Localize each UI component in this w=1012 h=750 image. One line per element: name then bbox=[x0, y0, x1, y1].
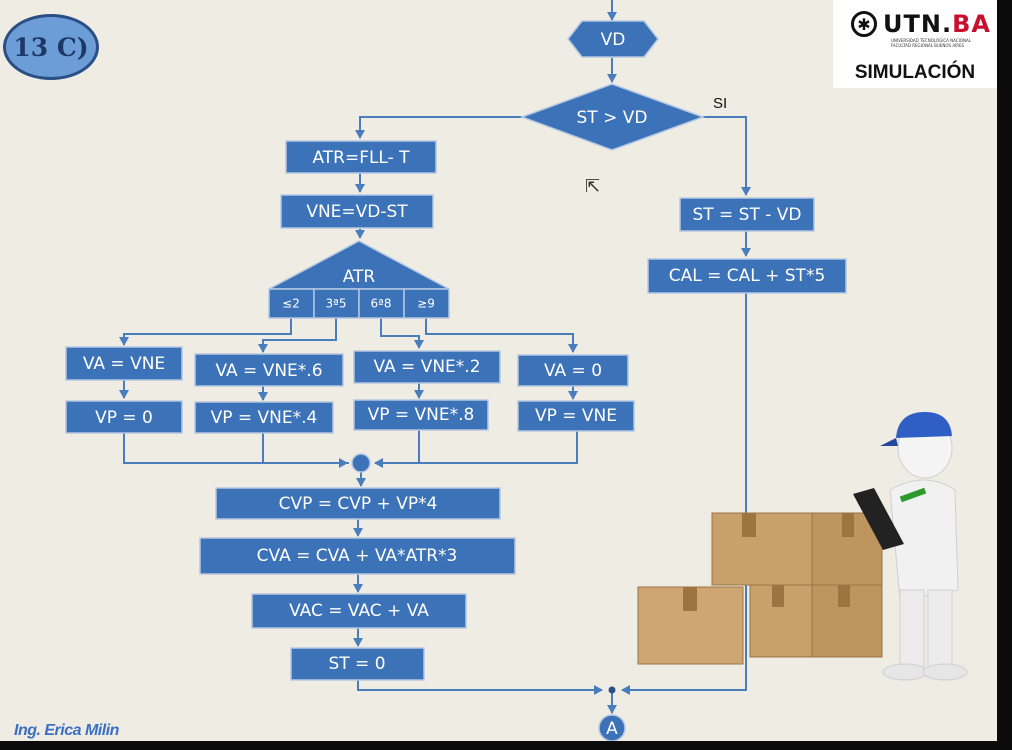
pointer-cursor-icon: ⇱ bbox=[585, 176, 601, 197]
node-cal: CAL = CAL + ST*5 bbox=[647, 258, 847, 294]
frame-bottom bbox=[0, 741, 1012, 750]
node-atr-label: ATR=FLL- T bbox=[312, 148, 410, 168]
decision-st-gt-vd: ST > VD bbox=[519, 83, 706, 151]
case-4-va: VA = 0 bbox=[544, 361, 602, 381]
section-title: SIMULACIÓN bbox=[854, 62, 976, 83]
logo-brand: UTN.BA bbox=[883, 10, 991, 38]
case-block-3: VA = VNE*.2 VP = VNE*.8 bbox=[353, 350, 501, 431]
case-1-va: VA = VNE bbox=[83, 354, 165, 374]
case-label-4: ≥9 bbox=[417, 297, 435, 311]
node-vne: VNE=VD-ST bbox=[280, 194, 434, 229]
switch-atr: ATR ≤2 3ª5 6ª8 ≥9 bbox=[268, 240, 450, 319]
node-cvp: CVP = CVP + VP*4 bbox=[215, 487, 501, 520]
slide-number-badge: 13 C) bbox=[3, 14, 99, 80]
case-3-va: VA = VNE*.2 bbox=[373, 357, 480, 377]
node-vd: VD bbox=[567, 20, 659, 58]
switch-case-1 bbox=[268, 288, 315, 319]
author-credit: Ing. Erica Milin bbox=[14, 722, 119, 739]
case-block-4: VA = 0 VP = VNE bbox=[517, 354, 635, 432]
logo-brand-main: UTN. bbox=[883, 10, 953, 38]
join-dot bbox=[608, 686, 616, 694]
case-3-vp: VP = VNE*.8 bbox=[368, 405, 475, 425]
case-1-vp: VP = 0 bbox=[95, 408, 153, 428]
node-st-minus-vd-label: ST = ST - VD bbox=[692, 205, 801, 225]
node-vac: VAC = VAC + VA bbox=[251, 593, 467, 629]
node-cva-label: CVA = CVA + VA*ATR*3 bbox=[257, 546, 458, 566]
case-label-1: ≤2 bbox=[282, 297, 300, 311]
logo-top: ✱ UTN.BA bbox=[851, 10, 991, 38]
node-st-minus-vd: ST = ST - VD bbox=[679, 197, 815, 232]
asterisk-icon: ✱ bbox=[851, 11, 877, 37]
connector-a-label: A bbox=[606, 719, 618, 739]
case-2-vp: VP = VNE*.4 bbox=[211, 408, 318, 428]
flowchart: VD ST > VD SI ATR=FLL- T VNE=VD-ST ATR ≤… bbox=[65, 0, 968, 741]
case-block-1: VA = VNE VP = 0 bbox=[65, 346, 183, 434]
node-vd-label: VD bbox=[601, 30, 626, 50]
slide: 13 C) ✱ UTN.BA UNIVERSIDAD TECNOLÓGICA N… bbox=[0, 0, 997, 741]
switch-case-2 bbox=[313, 288, 360, 319]
node-cva: CVA = CVA + VA*ATR*3 bbox=[199, 537, 516, 575]
node-cal-label: CAL = CAL + ST*5 bbox=[669, 266, 826, 286]
switch-case-3 bbox=[358, 288, 405, 319]
node-atr: ATR=FLL- T bbox=[285, 140, 437, 174]
logo-subtitle: UNIVERSIDAD TECNOLÓGICA NACIONAL FACULTA… bbox=[891, 38, 971, 48]
utn-logo: ✱ UTN.BA UNIVERSIDAD TECNOLÓGICA NACIONA… bbox=[833, 0, 997, 88]
case-label-2: 3ª5 bbox=[326, 297, 347, 311]
logo-brand-accent: BA bbox=[952, 10, 991, 38]
node-st-zero: ST = 0 bbox=[290, 647, 425, 681]
case-label-3: 6ª8 bbox=[371, 297, 392, 311]
merge-node bbox=[351, 453, 371, 473]
connector-lines bbox=[119, 0, 751, 714]
branch-yes-label: SI bbox=[713, 95, 727, 112]
case-block-2: VA = VNE*.6 VP = VNE*.4 bbox=[194, 353, 344, 434]
node-cvp-label: CVP = CVP + VP*4 bbox=[279, 494, 438, 514]
switch-label: ATR bbox=[343, 267, 376, 287]
switch-case-4 bbox=[403, 288, 450, 319]
worker-figure bbox=[853, 412, 968, 681]
case-4-vp: VP = VNE bbox=[535, 406, 617, 426]
decision-label: ST > VD bbox=[577, 108, 648, 128]
node-st-zero-label: ST = 0 bbox=[328, 654, 385, 674]
node-vac-label: VAC = VAC + VA bbox=[289, 601, 429, 621]
connector-a: A bbox=[598, 714, 626, 741]
frame-right bbox=[997, 0, 1012, 750]
boxes-illustration bbox=[637, 512, 883, 665]
node-vne-label: VNE=VD-ST bbox=[306, 202, 408, 222]
case-2-va: VA = VNE*.6 bbox=[215, 361, 322, 381]
